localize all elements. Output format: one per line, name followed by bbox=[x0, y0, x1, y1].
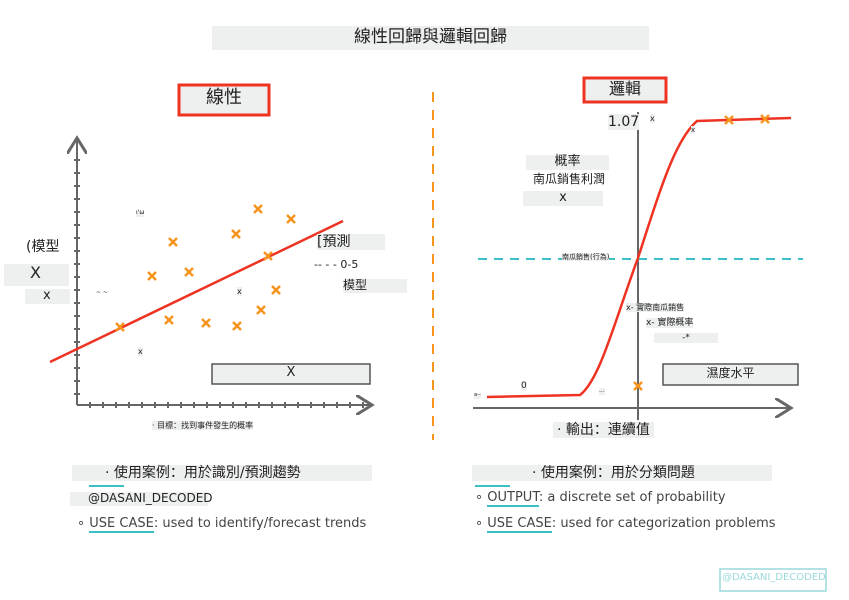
data-point-marker bbox=[115, 322, 125, 332]
x-axis-label: 濕度水平 bbox=[706, 366, 755, 380]
data-point-marker bbox=[286, 214, 296, 224]
top-mark: x bbox=[691, 126, 696, 135]
data-point-marker bbox=[147, 271, 157, 281]
logistic-points bbox=[633, 114, 770, 391]
regression-line bbox=[49, 219, 344, 364]
prediction-label: [預測 bbox=[317, 234, 385, 251]
point-note: x bbox=[237, 287, 242, 297]
linear-heading: 線性 bbox=[206, 87, 242, 108]
data-point-marker bbox=[184, 267, 194, 277]
data-point-marker bbox=[256, 305, 266, 315]
watermark-box bbox=[719, 568, 827, 592]
data-point-marker bbox=[263, 251, 273, 261]
line-note: x bbox=[138, 347, 143, 357]
axis-ticks bbox=[74, 159, 364, 408]
linear-use-case-zh: · 使用案例：用於識別/預測趨勢 bbox=[72, 465, 372, 482]
data-point-marker bbox=[168, 237, 178, 247]
zero-label: 0 bbox=[521, 381, 527, 392]
y-var-lower: x bbox=[25, 288, 70, 304]
data-point-marker bbox=[231, 229, 241, 239]
data-point-marker bbox=[253, 204, 263, 214]
use-case-text: : used for categorization problems bbox=[551, 516, 776, 531]
linear-box-mark: X bbox=[286, 365, 296, 380]
profit-label: 南瓜銷售利潤 bbox=[533, 172, 606, 186]
use-case-key: USE CASE bbox=[487, 516, 552, 533]
threshold-label: 南瓜銷售(行為) bbox=[562, 253, 610, 262]
logistic-output: ∘ OUTPUT: a discrete set of probability bbox=[475, 490, 726, 507]
linear-box bbox=[211, 363, 371, 385]
output-zh: · 輸出：連續值 bbox=[553, 422, 654, 439]
dots-mark: ... bbox=[599, 387, 605, 395]
data-point-marker bbox=[271, 285, 281, 295]
range-label: -- - - 0-5 bbox=[314, 258, 359, 271]
y-var-upper: X bbox=[4, 263, 69, 286]
top-mark: x bbox=[650, 114, 655, 124]
model-label: 模型 bbox=[343, 278, 407, 293]
data-point-marker bbox=[232, 321, 242, 331]
linear-use-case: ∘ USE CASE: used to identify/forecast tr… bbox=[77, 516, 367, 533]
linear-goal: · 目標：找到事件發生的概率 bbox=[152, 421, 254, 431]
small-label: ı'ω bbox=[136, 209, 145, 217]
data-point-marker bbox=[760, 114, 770, 124]
data-point-marker bbox=[633, 381, 643, 391]
use-case-key: USE CASE bbox=[89, 516, 154, 533]
watermark: @DASANI_DECODED bbox=[722, 572, 826, 583]
logistic-heading: 邏輯 bbox=[608, 79, 641, 98]
data-point-marker bbox=[201, 318, 211, 328]
legend-actual-prob: x- 實際概率 bbox=[646, 318, 694, 329]
output-text: : a discrete set of probability bbox=[538, 490, 726, 505]
axis-note: ~ ~ bbox=[96, 289, 108, 296]
y-max-label: 1.07 bbox=[608, 114, 640, 131]
title-box bbox=[212, 26, 649, 50]
linear-points bbox=[115, 204, 296, 332]
handle: @DASANI_DECODED bbox=[70, 491, 213, 506]
data-point-marker bbox=[724, 115, 734, 125]
sigmoid-curve bbox=[486, 116, 792, 399]
left-mark: a-- bbox=[474, 392, 481, 399]
logistic-use-case: ∘ USE CASE: used for categorization prob… bbox=[475, 516, 776, 533]
legend-actual-sales: x- 實際南瓜銷售 bbox=[626, 303, 685, 313]
legend-3: -* bbox=[654, 333, 718, 344]
logistic-chart bbox=[473, 112, 803, 420]
linear-heading-box bbox=[177, 83, 271, 117]
logistic-heading-box bbox=[582, 76, 668, 104]
page-title: 線性回歸與邏輯回歸 bbox=[354, 27, 507, 47]
data-point-marker bbox=[164, 315, 174, 325]
linear-y-label: (模型 bbox=[26, 239, 60, 255]
prob-label: 概率 bbox=[526, 154, 609, 170]
humidity-box bbox=[662, 363, 799, 386]
use-case-text: : used to identify/forecast trends bbox=[153, 516, 367, 531]
logistic-use-case-zh: · 使用案例：用於分類問題 bbox=[472, 465, 772, 482]
linear-chart bbox=[49, 138, 372, 408]
output-key: OUTPUT bbox=[487, 490, 539, 507]
prob-var: x bbox=[523, 190, 603, 206]
